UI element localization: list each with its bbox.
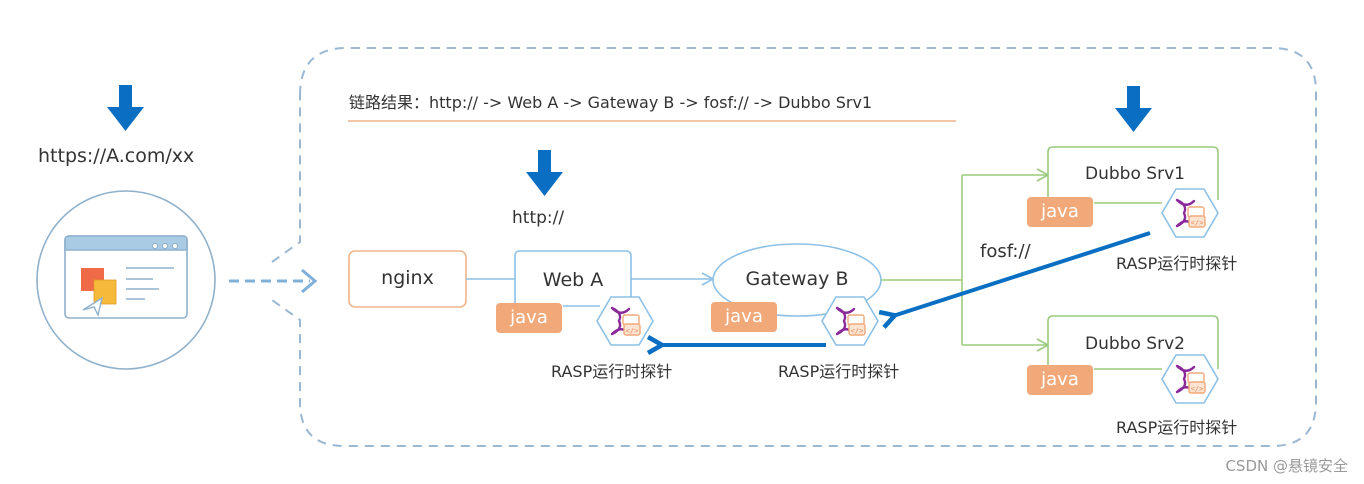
dubbo-srv1-node [1047, 146, 1219, 202]
entry-protocol-label: http:// [512, 208, 565, 228]
rasp-label-dubbo-srv2: RASP运行时探针 [1116, 418, 1238, 437]
rpc-protocol-label: fosf:// [980, 241, 1031, 262]
gateway-to-dubbo-connector [881, 168, 1050, 352]
dubbo-srv2-label: Dubbo Srv2 [1085, 334, 1185, 354]
java-tag-gateway-b: java [711, 302, 777, 332]
watermark: CSDN @悬镜安全 [1225, 457, 1348, 475]
down-arrow-icon-entry [526, 150, 563, 196]
rasp-label-gateway-b: RASP运行时探针 [778, 362, 900, 381]
rasp-label-web-a: RASP运行时探针 [551, 362, 673, 381]
client-url: https://A.com/xx [38, 145, 195, 167]
rasp-label-dubbo-srv1: RASP运行时探针 [1116, 254, 1238, 273]
java-tag-web-a: java [496, 303, 562, 333]
java-tag-dubbo-srv1: java [1027, 197, 1093, 227]
web-a-label: Web A [542, 269, 604, 291]
down-arrow-icon-client [107, 85, 144, 131]
web-a-node [514, 250, 632, 306]
nginx-label: nginx [381, 267, 434, 289]
trace-arrow-dubbo-to-gateway [878, 231, 1151, 329]
chain-result-text: 链路结果：http:// -> Web A -> Gateway B -> fo… [349, 93, 873, 112]
service-container-border [271, 47, 1317, 447]
client-request-dashed-arrow [229, 268, 318, 294]
dubbo-srv1-label: Dubbo Srv1 [1085, 164, 1185, 184]
down-arrow-icon-dubbo [1115, 86, 1152, 132]
gateway-b-label: Gateway B [745, 268, 849, 290]
java-tag-dubbo-srv2: java [1027, 365, 1093, 395]
browser-window-icon [64, 235, 188, 319]
